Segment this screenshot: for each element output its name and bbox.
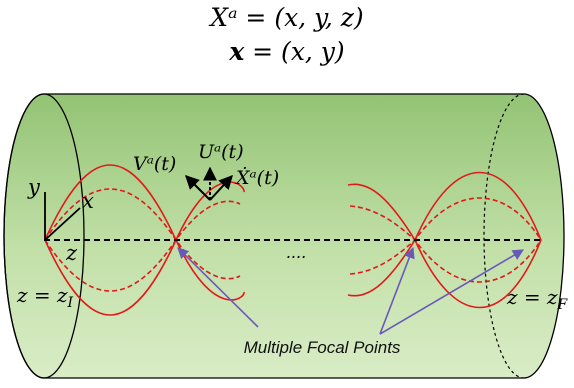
z-axis-label: z <box>65 241 78 265</box>
v-vector-arrow <box>185 175 211 201</box>
inner-ray-lower <box>349 197 542 275</box>
initial-plane-text: z = z <box>16 283 68 307</box>
pointer-arrow-1 <box>177 247 259 328</box>
xdot-vector-arrow <box>209 174 233 201</box>
ray-bundle-second <box>347 171 542 309</box>
equation-transverse: x = (x, y) <box>228 37 344 66</box>
frame-vectors <box>185 166 233 201</box>
cylinder-body <box>3 93 565 379</box>
ray-bundle-first <box>44 164 245 316</box>
final-plane-label: z = zF <box>506 285 569 313</box>
bold-x-symbol: x <box>228 37 245 66</box>
x-axis-label: x <box>82 189 94 213</box>
cylinder-final-face-hidden <box>483 93 525 379</box>
xdot-vector-label: Ẋᵃ(t) <box>234 166 279 189</box>
focal-point-pointers <box>177 246 524 335</box>
inner-ray-upper <box>349 205 542 283</box>
outer-ray-upper <box>44 164 245 301</box>
inner-ray-lower <box>44 200 241 292</box>
pointer-arrow-3 <box>379 249 524 335</box>
initial-plane-label: z = zI <box>16 283 74 311</box>
x-axis-line <box>44 207 81 241</box>
ellipsis: .... <box>286 243 306 262</box>
final-plane-text: z = z <box>506 285 558 309</box>
pointer-arrow-2 <box>379 246 415 335</box>
outer-ray-lower <box>44 181 245 316</box>
outer-ray-lower <box>347 171 542 297</box>
equation-coordinates: Xᵃ = (x, y, z) <box>208 3 363 32</box>
y-axis-label: y <box>27 175 41 199</box>
initial-plane-subscript: I <box>67 295 74 311</box>
v-vector-label: Vᵃ(t) <box>133 153 176 175</box>
inner-ray-upper <box>44 188 241 280</box>
final-plane-subscript: F <box>557 297 569 313</box>
equation-transverse-rest: = (x, y) <box>244 37 344 66</box>
cylinder-initial-face <box>3 93 85 379</box>
coordinate-axes <box>44 192 81 241</box>
u-vector-label: Uᵃ(t) <box>198 141 244 163</box>
outer-ray-upper <box>347 183 542 309</box>
focal-points-caption: Multiple Focal Points <box>244 338 401 357</box>
